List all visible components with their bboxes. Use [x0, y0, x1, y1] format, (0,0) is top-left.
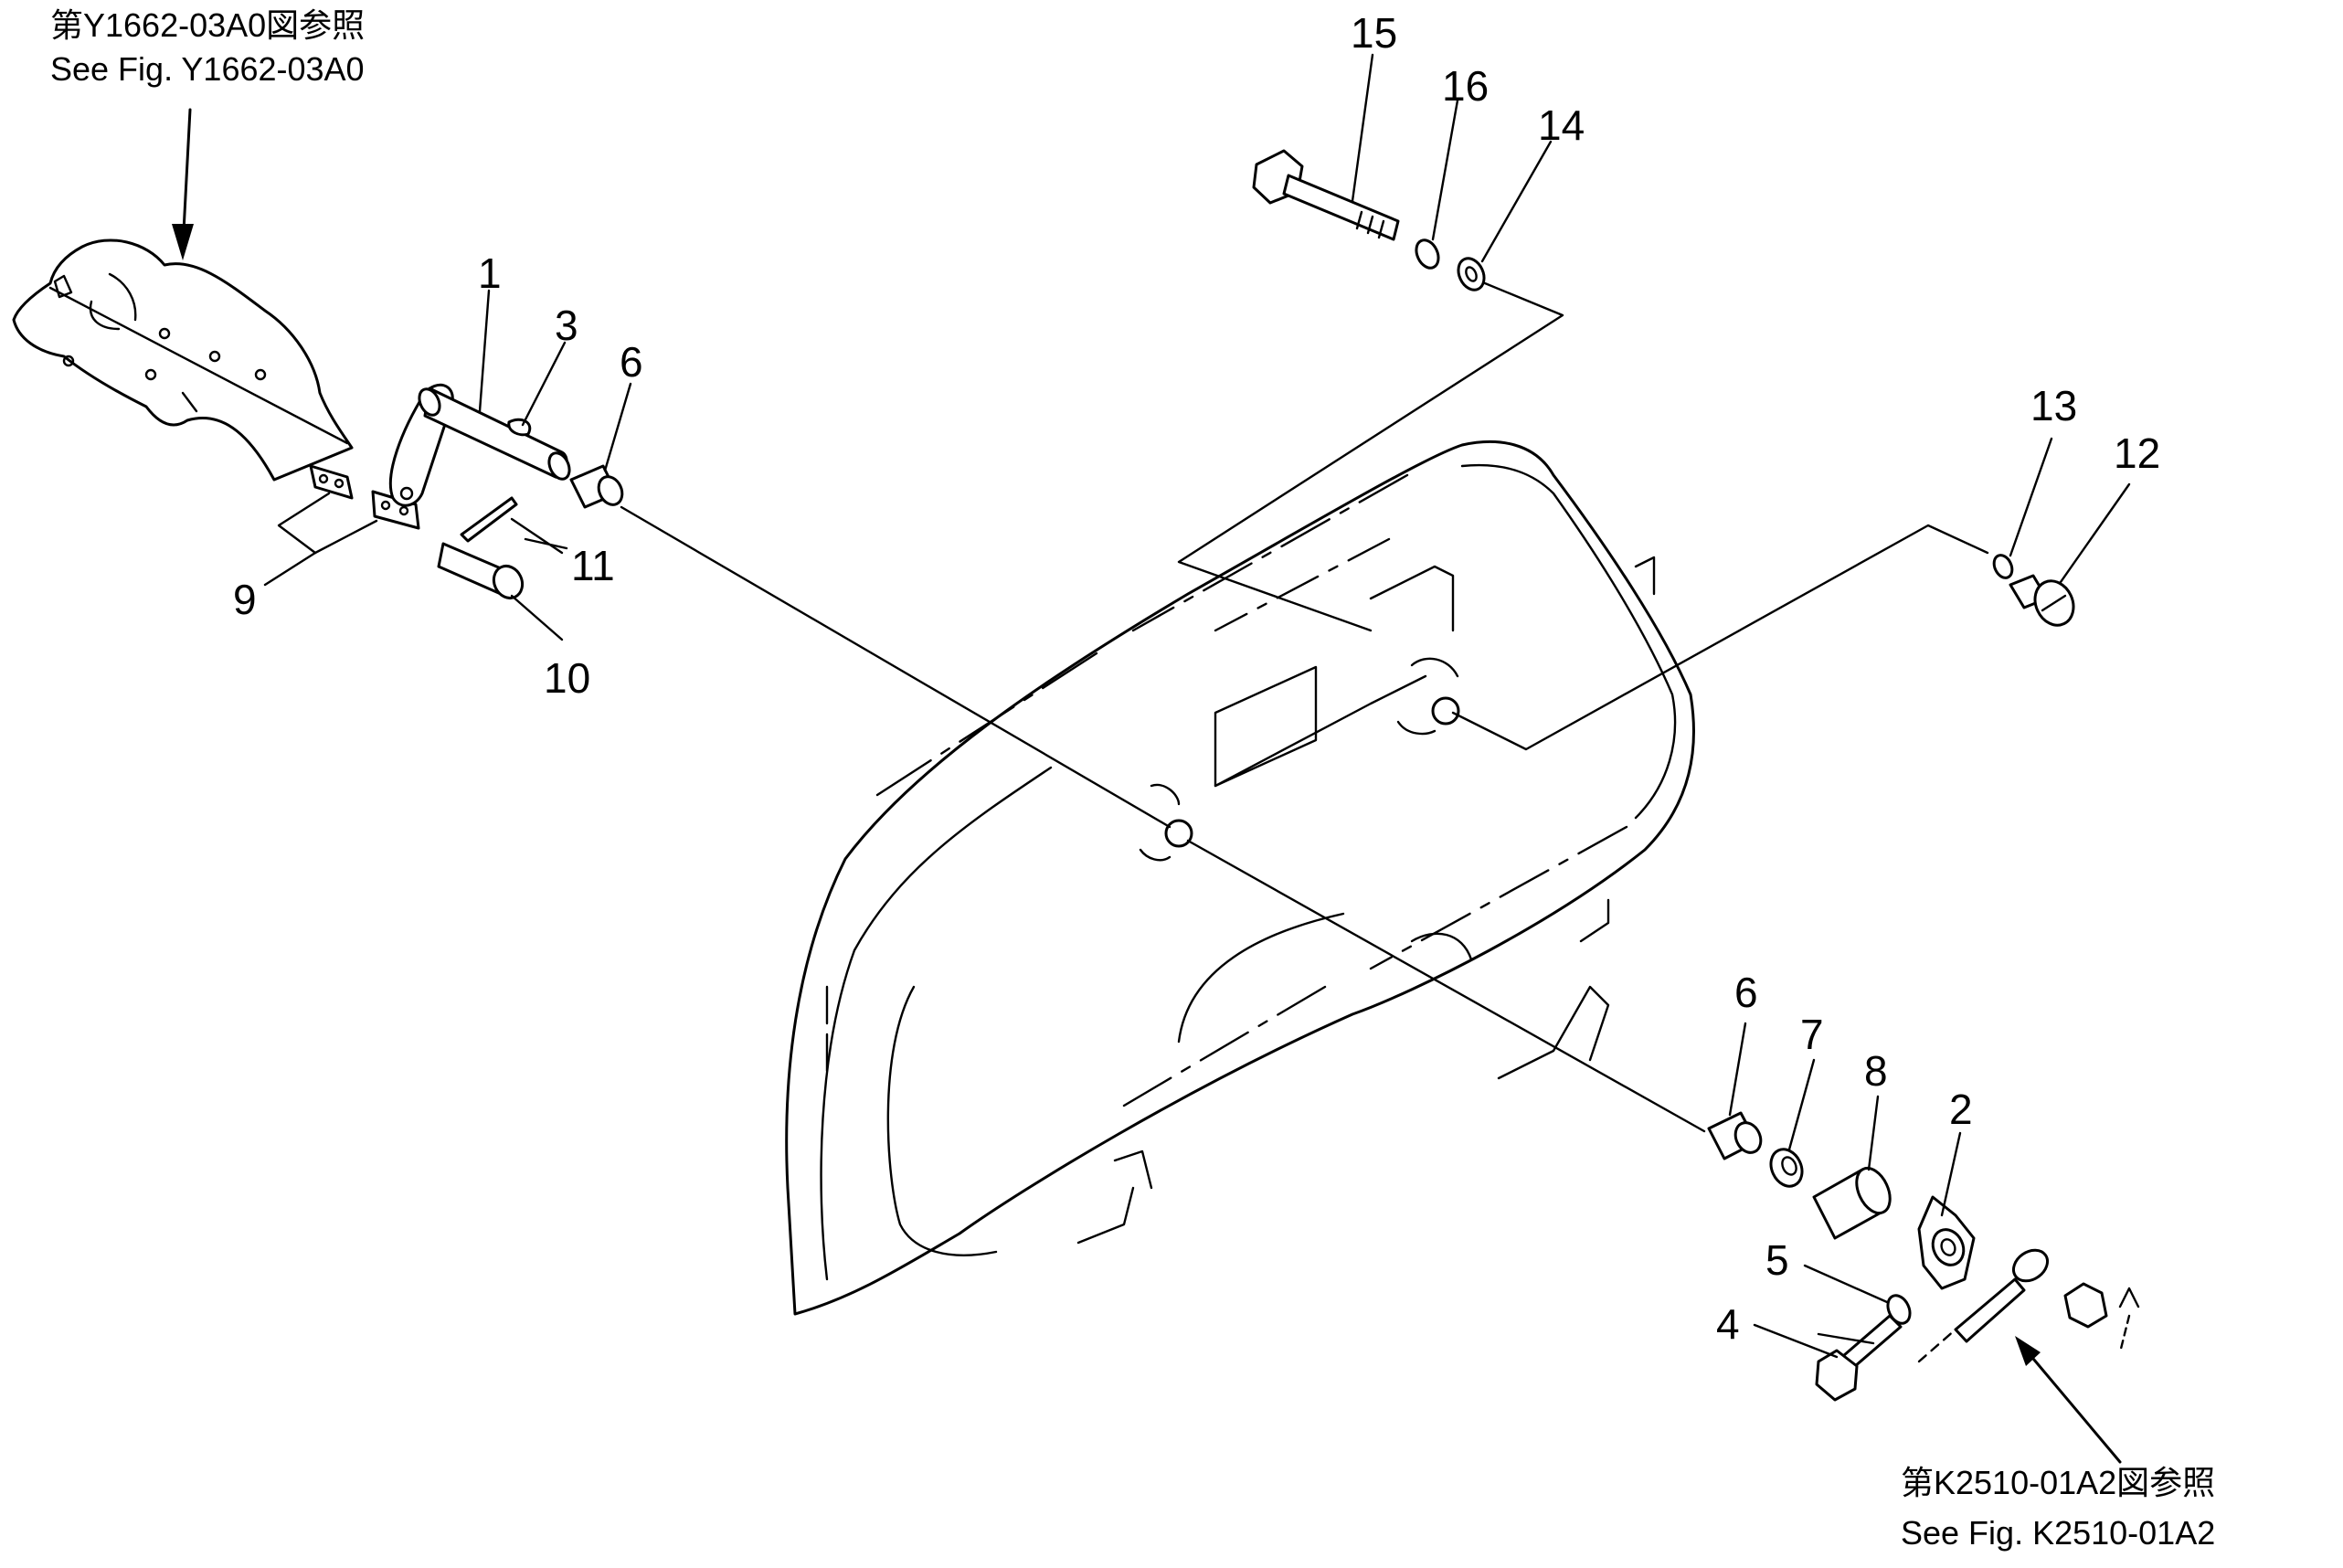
part-16-washer	[1415, 238, 1440, 270]
part-6-bushing-lower	[1707, 1111, 1763, 1160]
housing-cover	[785, 440, 1695, 1316]
ref-top-arrow	[172, 108, 194, 260]
callout-2: 2	[1949, 1086, 1973, 1133]
callout-1: 1	[478, 249, 502, 297]
callout-5: 5	[1765, 1236, 1789, 1284]
ref-bottom-en: See Fig. K2510-01A2	[1901, 1514, 2215, 1552]
callout-13: 13	[2030, 382, 2077, 429]
callout-15: 15	[1351, 9, 1397, 57]
ref-top-jp: 第Y1662-03A0図参照	[50, 6, 365, 44]
callout-14: 14	[1538, 101, 1585, 149]
nut-and-cotter-pin	[2063, 1282, 2140, 1354]
part-9-plates	[263, 464, 420, 587]
part-5-washer	[1886, 1294, 1912, 1325]
part-1-lever	[388, 383, 571, 507]
assembly-lines	[524, 281, 1989, 1345]
callout-7: 7	[1800, 1011, 1824, 1058]
part-6-bushing-upper	[569, 464, 624, 509]
callout-6-upper: 6	[620, 338, 643, 386]
part-11-pin	[460, 496, 518, 543]
callout-10: 10	[544, 654, 590, 702]
part-12-plug	[2009, 574, 2075, 627]
callout-12: 12	[2114, 429, 2160, 477]
ref-assembly-top	[12, 238, 354, 482]
callout-6-lower: 6	[1734, 969, 1758, 1016]
callout-3: 3	[555, 302, 578, 349]
ref-bottom-arrow	[2015, 1336, 2122, 1464]
linkage-rod-end	[1917, 1248, 2050, 1363]
part-10-pin	[437, 542, 525, 600]
part-2-lever	[1917, 1195, 1976, 1290]
ref-top-en: See Fig. Y1662-03A0	[50, 50, 365, 88]
callout-11: 11	[571, 542, 615, 589]
part-4-bolt	[1815, 1314, 1903, 1402]
part-15-bolt	[1252, 149, 1400, 241]
callout-4: 4	[1716, 1300, 1740, 1348]
ref-bottom-jp: 第K2510-01A2図参照	[1901, 1464, 2215, 1501]
part-7-seal	[1769, 1148, 1804, 1188]
callout-9: 9	[233, 576, 257, 623]
callout-16: 16	[1442, 62, 1489, 110]
part-13-o-ring	[1992, 554, 2014, 579]
part-14-washer	[1457, 257, 1486, 291]
part-3-clip	[507, 418, 532, 437]
callout-8: 8	[1864, 1047, 1888, 1095]
part-8-spacer	[1812, 1166, 1892, 1240]
callout-leaders	[478, 53, 2131, 1359]
